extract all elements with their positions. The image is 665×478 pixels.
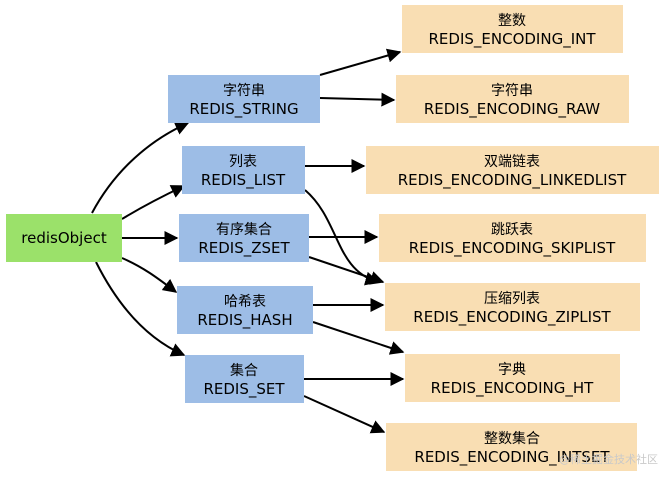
encoding-node-ht-cn: 字典 [498, 362, 526, 378]
type-node-hash-en: REDIS_HASH [197, 311, 292, 330]
root-node-box [6, 214, 122, 262]
encoding-node-ht-en: REDIS_ENCODING_HT [431, 379, 594, 398]
type-node-list-cn: 列表 [229, 154, 257, 170]
watermark-text: @稀土掘金技术社区 [559, 452, 658, 466]
encoding-node-ziplist-en: REDIS_ENCODING_ZIPLIST [413, 308, 611, 327]
edge-root-to-hash [121, 257, 178, 293]
encoding-node-raw-en: REDIS_ENCODING_RAW [424, 100, 600, 119]
type-node-zset-box [179, 214, 309, 262]
encoding-node-intset-cn: 整数集合 [484, 430, 540, 447]
encoding-node-linkedlist: 双端链表 REDIS_ENCODING_LINKEDLIST [366, 146, 659, 194]
type-node-string-cn: 字符串 [223, 83, 265, 99]
encoding-node-ht-box [405, 354, 620, 402]
type-node-string-en: REDIS_STRING [189, 100, 298, 119]
encoding-node-int: 整数 REDIS_ENCODING_INT [402, 5, 623, 53]
encoding-node-intset: 整数集合 REDIS_ENCODING_INTSET [386, 423, 637, 471]
type-node-set-cn: 集合 [230, 362, 258, 379]
edge-hash-to-ht [312, 321, 405, 355]
type-node-hash-cn: 哈希表 [224, 294, 266, 310]
edge-set-to-intset [303, 395, 386, 434]
encoding-node-intset-box [386, 423, 637, 471]
encoding-node-linkedlist-box [366, 146, 659, 194]
type-node-hash: 哈希表 REDIS_HASH [177, 286, 313, 334]
encoding-node-ziplist: 压缩列表 REDIS_ENCODING_ZIPLIST [385, 283, 640, 331]
encoding-node-intset-en: REDIS_ENCODING_INTSET [414, 448, 610, 467]
encoding-node-raw-cn: 字符串 [491, 83, 533, 99]
type-node-set-box [185, 355, 304, 403]
type-node-list-en: REDIS_LIST [201, 171, 286, 190]
encoding-node-raw-box [396, 75, 629, 123]
type-node-string-box [168, 75, 320, 123]
edge-root-to-string [91, 121, 190, 214]
encoding-node-skiplist-box [379, 214, 646, 262]
encoding-node-linkedlist-cn: 双端链表 [484, 154, 540, 170]
encoding-node-int-cn: 整数 [498, 13, 526, 29]
type-node-set-en: REDIS_SET [203, 380, 285, 399]
edge-root-to-set [95, 261, 186, 357]
encoding-node-int-box [402, 5, 623, 53]
type-node-zset: 有序集合 REDIS_ZSET [179, 214, 309, 262]
edge-root-to-list [121, 185, 186, 220]
type-node-list: 列表 REDIS_LIST [182, 146, 305, 194]
encoding-node-linkedlist-en: REDIS_ENCODING_LINKEDLIST [398, 171, 627, 190]
type-node-set: 集合 REDIS_SET [185, 355, 304, 403]
root-node: redisObject [6, 214, 122, 262]
encoding-node-skiplist-cn: 跳跃表 [491, 222, 533, 238]
encoding-node-ziplist-box [385, 283, 640, 331]
encoding-node-ziplist-cn: 压缩列表 [484, 291, 540, 307]
encoding-node-int-en: REDIS_ENCODING_INT [429, 30, 597, 49]
encoding-node-skiplist-en: REDIS_ENCODING_SKIPLIST [409, 239, 616, 258]
root-node-label: redisObject [21, 229, 107, 247]
type-node-hash-box [177, 286, 313, 334]
type-node-zset-en: REDIS_ZSET [198, 239, 290, 258]
encoding-node-ht: 字典 REDIS_ENCODING_HT [405, 354, 620, 402]
edge-zset-to-ziplist [308, 256, 385, 285]
encoding-node-raw: 字符串 REDIS_ENCODING_RAW [396, 75, 629, 123]
edge-string-to-int [319, 48, 402, 76]
type-node-list-box [182, 146, 305, 194]
type-node-zset-cn: 有序集合 [216, 221, 272, 238]
edges [91, 48, 405, 434]
encoding-node-skiplist: 跳跃表 REDIS_ENCODING_SKIPLIST [379, 214, 646, 262]
type-node-string: 字符串 REDIS_STRING [168, 75, 320, 123]
edge-string-to-raw [319, 92, 396, 107]
